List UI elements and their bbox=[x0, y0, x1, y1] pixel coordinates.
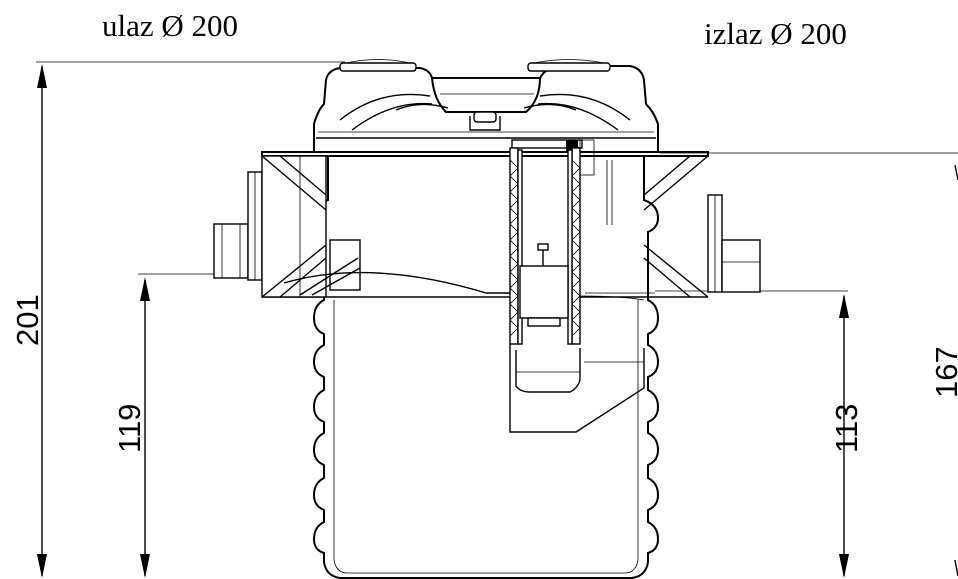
dimension-inlet-height: 119 bbox=[112, 273, 320, 578]
dim-outlet-height-text: 113 bbox=[829, 404, 864, 453]
dim-right-height-text: 167 bbox=[929, 346, 958, 398]
dimension-outlet-height: 113 bbox=[655, 290, 864, 578]
dimension-total-height: 201 bbox=[10, 61, 345, 578]
outlet-pipe bbox=[585, 155, 761, 298]
dim-total-height-text: 201 bbox=[10, 294, 45, 346]
inlet-label: ulaz Ø 200 bbox=[102, 8, 238, 43]
inlet-pipe bbox=[213, 155, 512, 298]
outlet-label: izlaz Ø 200 bbox=[704, 16, 847, 51]
tank-lid bbox=[313, 59, 659, 153]
filter-lattice-right bbox=[567, 147, 581, 345]
filter-basket bbox=[509, 139, 645, 433]
tank-body bbox=[261, 151, 709, 579]
dimension-right-height: 167 bbox=[660, 152, 958, 577]
filter-lattice-left bbox=[509, 147, 523, 345]
dim-inlet-height-text: 119 bbox=[112, 404, 147, 453]
